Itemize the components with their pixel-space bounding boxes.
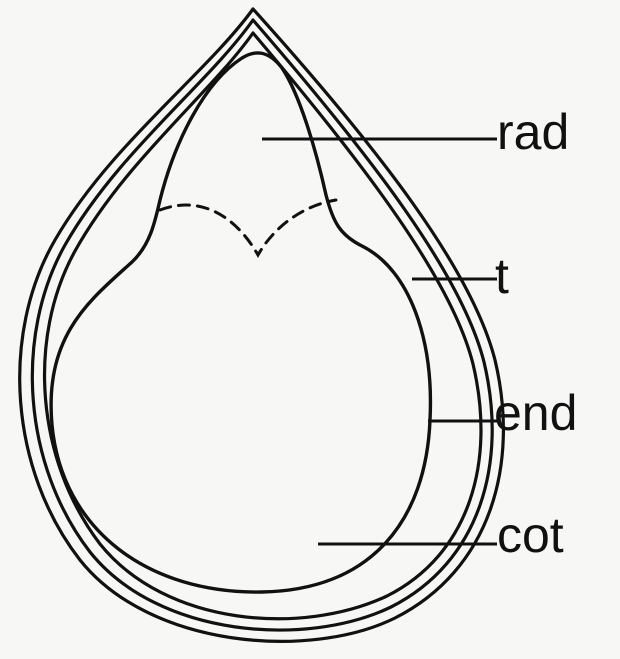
- endosperm-layer: [45, 33, 481, 619]
- label-rad: rad: [497, 107, 569, 157]
- radicle-boundary-dashed: [160, 200, 336, 255]
- label-end: end: [494, 388, 577, 438]
- seed-coat-layer-2: [32, 20, 492, 630]
- seed-outer-coat: [20, 9, 504, 641]
- label-cot: cot: [497, 510, 564, 560]
- embryo-outline: [51, 53, 430, 592]
- label-t: t: [495, 251, 509, 301]
